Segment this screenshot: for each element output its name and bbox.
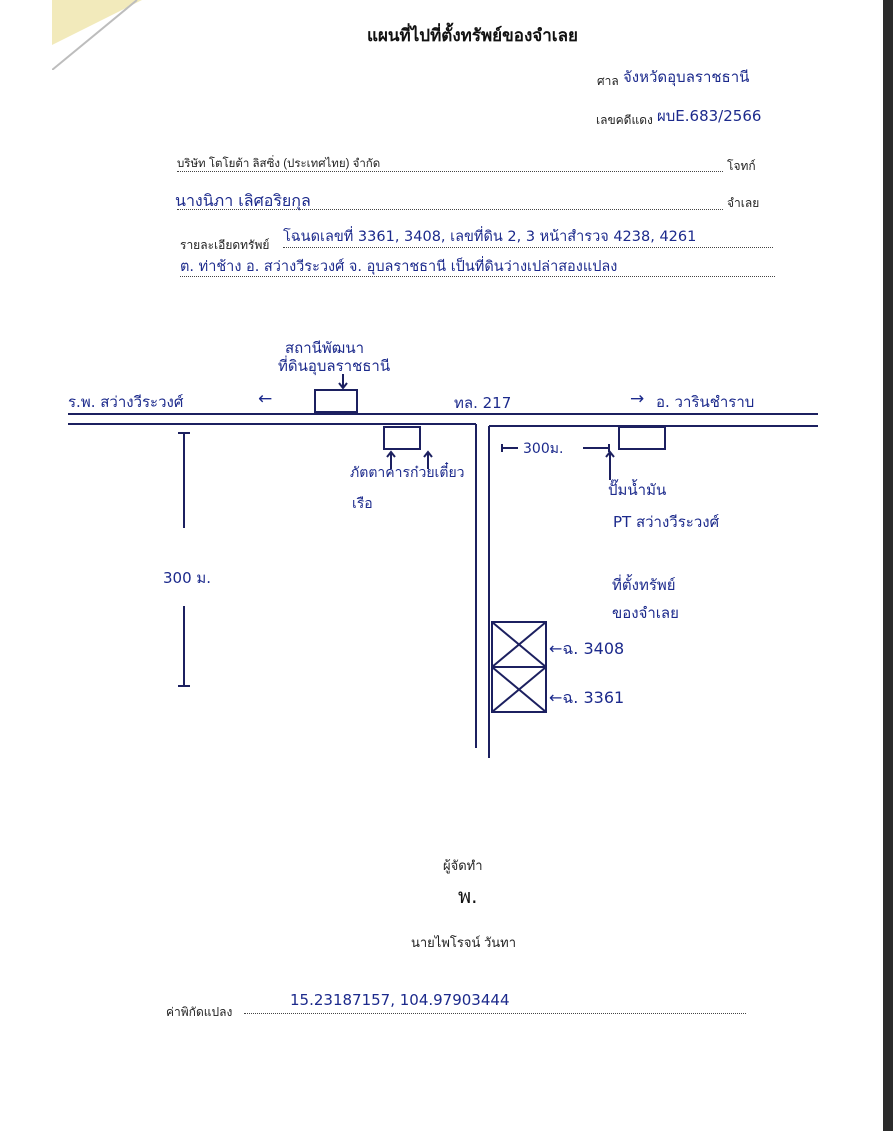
- distance-side-label: 300 ม.: [163, 569, 212, 587]
- coordinates-dotted-line: [244, 1013, 746, 1014]
- plaintiff-role: โจทก์: [727, 159, 756, 173]
- gas-station-label-2: PT สว่างวีระวงศ์: [613, 513, 720, 531]
- coordinates-value: 15.23187157, 104.97903444: [290, 991, 510, 1009]
- restaurant-label-2: เรือ: [352, 496, 373, 512]
- restaurant-pointer-right: [423, 450, 433, 469]
- warin-label: อ. วารินชำราบ: [656, 393, 755, 411]
- property-site-label-2: ของจำเลย: [612, 604, 679, 622]
- land-office-label-1: สถานีพัฒนา: [285, 339, 365, 357]
- land-office-label-2: ที่ดินอุบลราชธานี: [278, 357, 391, 375]
- highway-label: ทล. 217: [454, 394, 512, 412]
- property-line-2: ต. ท่าช้าง อ. สว่างวีระวงศ์ จ. อุบลราชธา…: [180, 259, 618, 275]
- hospital-label: ร.พ. สว่างวีระวงศ์: [68, 393, 184, 411]
- property-site-label-1: ที่ตั้งทรัพย์: [612, 576, 676, 594]
- hospital-direction-arrow: ←: [258, 389, 273, 409]
- property-dotted-line-2: [180, 276, 775, 277]
- signer-name: นายไพโรจน์ วันทา: [411, 935, 517, 950]
- gas-station-label-1: ปั๊มน้ำมัน: [608, 481, 667, 499]
- defendant-role: จำเลย: [727, 196, 760, 210]
- plot-3361: [491, 666, 547, 713]
- defendant-name: นางนิภา เลิศอริยกุล: [175, 191, 311, 210]
- signature-mark: พ.: [458, 884, 478, 908]
- property-label: รายละเอียดทรัพย์: [180, 238, 270, 252]
- property-line-1: โฉนดเลขที่ 3361, 3408, เลขที่ดิน 2, 3 หน…: [283, 229, 697, 245]
- plot-3408-label: ←ฉ. 3408: [549, 639, 625, 658]
- coordinates-label: ค่าพิกัดแปลง: [166, 1005, 233, 1019]
- warin-direction-arrow: →: [630, 389, 645, 409]
- restaurant-label-1: ภัตตาคารก๋วยเตี๋ยว: [350, 465, 465, 481]
- land-office-pointer: [338, 374, 348, 390]
- plot-3361-label: ←ฉ. 3361: [549, 688, 625, 707]
- gas-station-pointer: [605, 450, 615, 480]
- made-by-label: ผู้จัดทำ: [443, 858, 483, 873]
- distance-top-label: 300ม.: [523, 441, 564, 457]
- case-number-label: เลขคดีแดง: [596, 113, 653, 127]
- land-office-building: [314, 389, 358, 413]
- plaintiff-dotted-line: [177, 171, 723, 172]
- court-name: จังหวัดอุบลราชธานี: [623, 68, 750, 86]
- scan-right-edge: [883, 0, 893, 1131]
- defendant-dotted-line: [177, 209, 723, 210]
- property-dotted-line-1: [283, 247, 773, 248]
- gas-station-building: [618, 426, 666, 450]
- plaintiff-name: บริษัท โตโยต้า ลิสซิ่ง (ประเทศไทย) จำกัด: [177, 158, 381, 170]
- document-title: แผนที่ไปที่ตั้งทรัพย์ของจำเลย: [367, 26, 578, 45]
- restaurant-pointer-left: [386, 450, 396, 469]
- court-label: ศาล: [597, 74, 619, 88]
- noodle-restaurant-building: [383, 426, 421, 450]
- scan-corner-smudge: [52, 0, 142, 70]
- case-number-value: ผบE.683/2566: [657, 107, 762, 125]
